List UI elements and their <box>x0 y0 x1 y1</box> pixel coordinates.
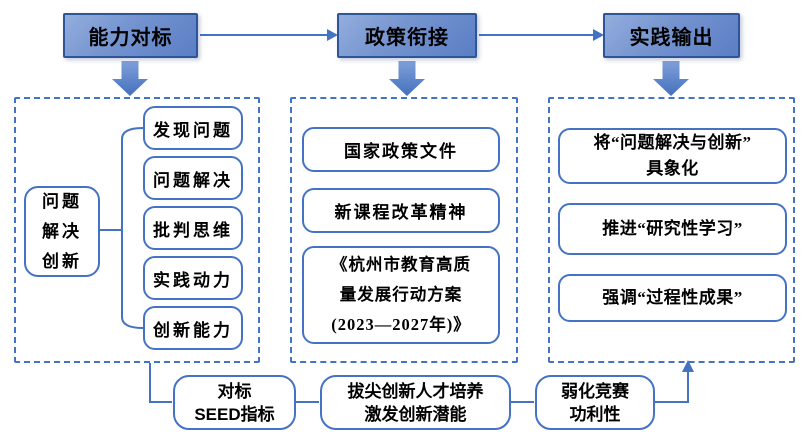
practice-item: 强调“过程性成果” <box>558 274 787 322</box>
flow-step-label: 实践输出 <box>629 27 714 49</box>
bottom-step-seed-benchmark: 对标 SEED指标 <box>173 375 296 430</box>
policy-item: 国家政策文件 <box>302 127 500 172</box>
down-block-arrow-icon <box>112 61 689 96</box>
flow-step-policy: 政策衔接 <box>337 13 477 58</box>
bottom-step-weaken-competition: 弱化竞赛 功利性 <box>535 375 655 430</box>
flow-step-label: 政策衔接 <box>365 27 449 49</box>
policy-item-hangzhou-plan: 《杭州市教育高质 量发展行动方案 (2023—2027年)》 <box>302 246 500 344</box>
flow-step-label: 能力对标 <box>88 27 173 49</box>
bottom-step-talent-cultivation: 拔尖创新人才培养 激发创新潜能 <box>320 375 511 430</box>
practice-item: 将“问题解决与创新” 具象化 <box>558 128 787 184</box>
ability-item: 实践动力 <box>143 256 243 300</box>
flow-step-capability: 能力对标 <box>63 13 198 58</box>
policy-item: 新课程改革精神 <box>302 188 500 233</box>
practice-item: 推进“研究性学习” <box>558 203 787 255</box>
ability-item: 创新能力 <box>143 306 243 350</box>
ability-item: 批判思维 <box>143 206 243 250</box>
flow-step-practice: 实践输出 <box>603 13 740 58</box>
parent-node-problem-solving-innovation: 问题 解决 创新 <box>24 186 100 277</box>
ability-item: 问题解决 <box>143 156 243 200</box>
ability-item: 发现问题 <box>143 106 243 150</box>
